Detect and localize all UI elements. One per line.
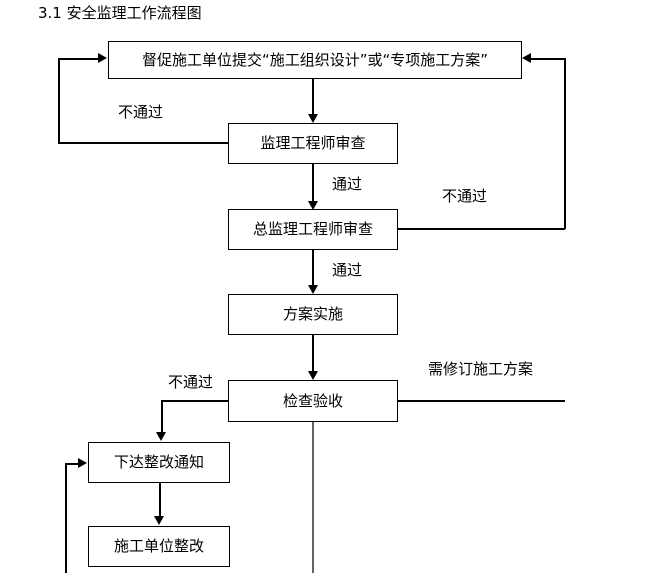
edge-fix-loop-arrow (78, 458, 87, 468)
edge-inspect-fail-horizontal (161, 400, 229, 402)
edge-engineer-fail-horizontal (58, 142, 229, 144)
edge-notice-to-fix-arrow (154, 516, 164, 525)
node-chief-review[interactable]: 总监理工程师审查 (228, 209, 398, 250)
node-submit-plan[interactable]: 督促施工单位提交“施工组织设计”或“专项施工方案” (108, 41, 522, 79)
edge-notice-to-fix-line (159, 483, 161, 517)
edge-fix-loop-to-notice (65, 463, 80, 465)
edge-implement-to-inspect-line (312, 335, 314, 372)
edge-implement-to-inspect-arrow (308, 371, 318, 380)
edge-chief-fail-vertical (564, 58, 566, 229)
node-inspect-accept[interactable]: 检查验收 (228, 380, 398, 422)
node-contractor-fix[interactable]: 施工单位整改 (88, 526, 230, 567)
edge-label-revise-plan: 需修订施工方案 (428, 360, 534, 378)
edge-inspect-fail-vertical (161, 400, 163, 433)
edge-fix-loop-vertical (65, 463, 67, 573)
edge-chief-fail-horizontal (398, 228, 565, 230)
edge-engineer-to-chief-line (312, 163, 314, 202)
edge-submit-to-engineer-line (312, 78, 314, 115)
edge-engineer-fail-vertical (58, 58, 60, 143)
edge-label-fail-left-top: 不通过 (118, 103, 164, 121)
edge-chief-fail-arrow (522, 53, 531, 63)
edge-label-pass-chief: 通过 (332, 261, 363, 279)
edge-inspect-fail-arrow (156, 432, 166, 441)
edge-chief-to-implement-line (312, 250, 314, 286)
edge-revise-plan-horizontal (398, 400, 565, 402)
edge-label-fail-inspect: 不通过 (168, 373, 214, 391)
node-engineer-review[interactable]: 监理工程师审查 (228, 123, 398, 164)
edge-engineer-fail-to-top (58, 58, 100, 60)
edge-submit-to-engineer-arrow (308, 114, 318, 123)
node-plan-implement[interactable]: 方案实施 (228, 294, 398, 335)
page-title: 3.1 安全监理工作流程图 (38, 4, 202, 22)
edge-label-fail-right-chief: 不通过 (442, 187, 488, 205)
edge-engineer-fail-arrow (98, 53, 107, 63)
edge-engineer-to-chief-arrow (308, 201, 318, 210)
edge-inspect-bottom-continuation (312, 422, 314, 573)
edge-chief-to-implement-arrow (308, 285, 318, 294)
edge-chief-fail-to-top (530, 58, 565, 60)
node-issue-notice[interactable]: 下达整改通知 (88, 442, 230, 483)
edge-label-pass-engineer: 通过 (332, 175, 363, 193)
